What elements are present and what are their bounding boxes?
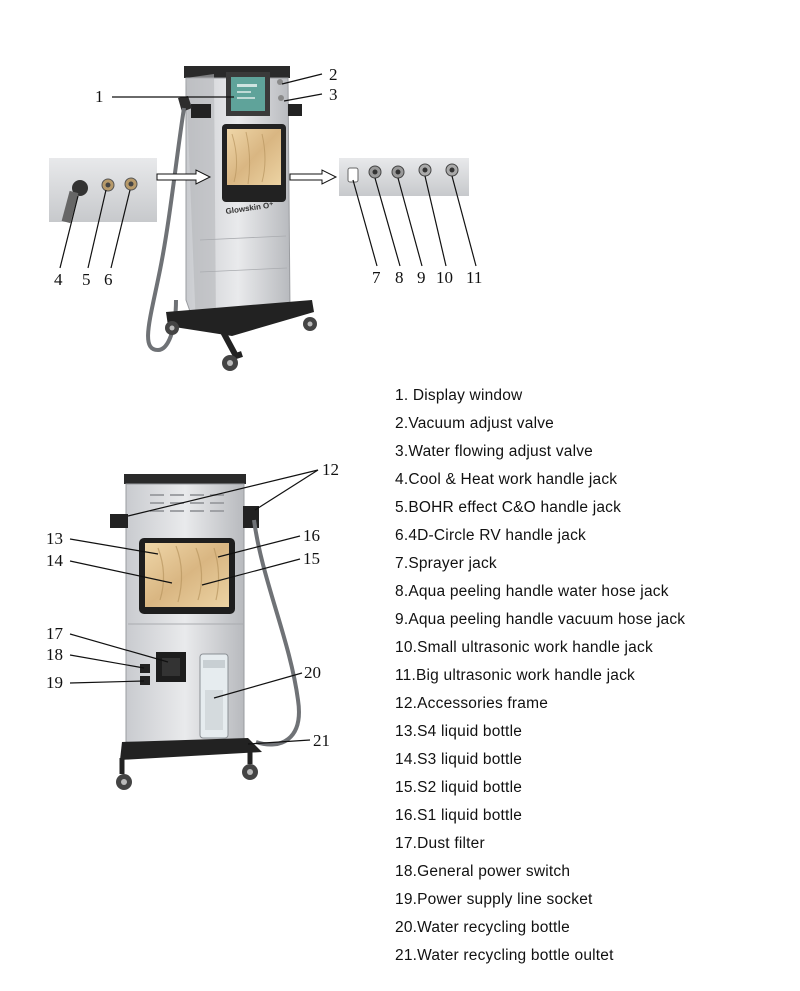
legend-item: 12.Accessories frame — [395, 695, 549, 712]
legend-item: 8.Aqua peeling handle water hose jack — [395, 583, 669, 600]
legend-item: 17.Dust filter — [395, 835, 485, 852]
jack-7 — [347, 167, 359, 183]
vacuum-knob — [277, 79, 283, 85]
legend-item: 3.Water flowing adjust valve — [395, 443, 594, 460]
legend-item: 7.Sprayer jack — [395, 555, 497, 572]
callout-3: 3 — [329, 85, 338, 104]
right-arrow — [289, 169, 338, 185]
callout-11: 11 — [466, 268, 482, 287]
legend-item: 4.Cool & Heat work handle jack — [395, 471, 618, 488]
callout-14: 14 — [46, 551, 64, 570]
callout-19: 19 — [46, 673, 63, 692]
legend-item: 16.S1 liquid bottle — [395, 807, 523, 824]
callout-4: 4 — [54, 270, 63, 289]
legend-item: 14.S3 liquid bottle — [395, 751, 523, 768]
legend-item: 2.Vacuum adjust valve — [395, 415, 554, 432]
callout-numbers: 1 2 3 4 5 6 7 8 9 10 11 12 13 14 16 15 1… — [46, 65, 482, 750]
legend-item: 11.Big ultrasonic work handle jack — [395, 667, 635, 684]
handle-holder-right — [288, 104, 302, 116]
rear-view-machine — [110, 474, 301, 790]
legend-item: 10.Small ultrasonic work handle jack — [395, 639, 653, 656]
callout-6: 6 — [104, 270, 113, 289]
handle-holder-left — [191, 104, 211, 118]
callout-10: 10 — [436, 268, 453, 287]
legend-item: 15.S2 liquid bottle — [395, 779, 523, 796]
water-knob — [278, 95, 284, 101]
callout-21: 21 — [313, 731, 330, 750]
callout-2: 2 — [329, 65, 338, 84]
callout-18: 18 — [46, 645, 63, 664]
rear-base — [120, 738, 262, 760]
power-socket — [140, 676, 150, 685]
leader-lines — [59, 73, 477, 745]
accessories-frame-left — [110, 514, 128, 528]
legend-item: 1. Display window — [395, 387, 523, 404]
legend-item: 19.Power supply line socket — [395, 891, 593, 908]
callout-15: 15 — [303, 549, 320, 568]
front-view-machine: Glowskin O⁺ — [146, 66, 317, 371]
left-arrow — [156, 169, 212, 185]
parts-legend: 1. Display window 2.Vacuum adjust valve … — [395, 382, 685, 970]
legend-item: 5.BOHR effect C&O handle jack — [395, 499, 622, 516]
callout-5: 5 — [82, 270, 91, 289]
callout-1: 1 — [95, 87, 104, 106]
right-jack-inset — [339, 158, 469, 196]
base-frame — [166, 300, 314, 336]
callout-16: 16 — [303, 526, 320, 545]
rear-top-lid — [124, 474, 246, 484]
rear-hose — [252, 519, 301, 747]
legend-item: 13.S4 liquid bottle — [395, 723, 523, 740]
callout-7: 7 — [372, 268, 381, 287]
power-switch — [140, 664, 150, 673]
callout-20: 20 — [304, 663, 321, 682]
left-jack-inset — [49, 158, 157, 224]
side-panel — [186, 74, 216, 328]
callout-17: 17 — [46, 624, 64, 643]
legend-item: 6.4D-Circle RV handle jack — [395, 527, 586, 544]
legend-item: 9.Aqua peeling handle vacuum hose jack — [395, 611, 686, 628]
jack-4 — [72, 180, 88, 196]
callout-13: 13 — [46, 529, 63, 548]
callout-12: 12 — [322, 460, 339, 479]
callout-8: 8 — [395, 268, 404, 287]
legend-item: 21.Water recycling bottle oultet — [395, 947, 614, 964]
legend-item: 18.General power switch — [395, 863, 571, 880]
display-screen — [231, 77, 265, 111]
legend-item: 20.Water recycling bottle — [395, 919, 571, 936]
callout-9: 9 — [417, 268, 426, 287]
